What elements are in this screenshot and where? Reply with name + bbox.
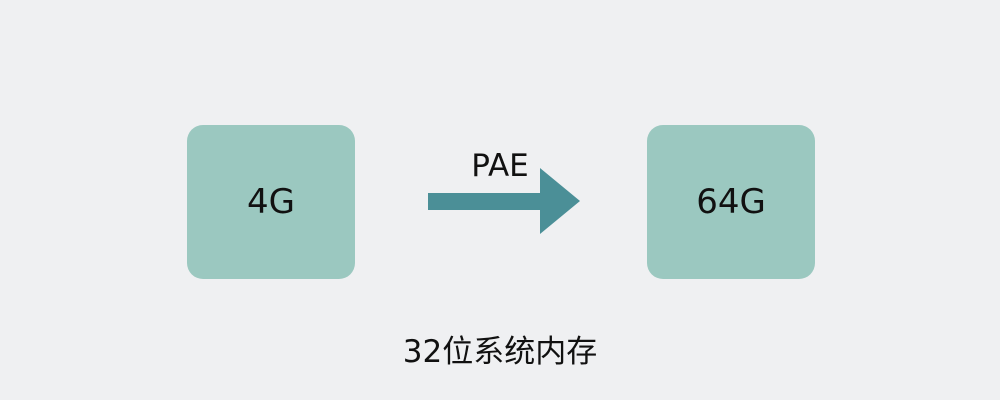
arrow-shape xyxy=(428,168,580,234)
arrow-label: PAE xyxy=(471,148,529,184)
diagram-caption: 32位系统内存 xyxy=(402,334,598,370)
memory-box-4g: 4G xyxy=(187,125,355,279)
memory-box-4g-label: 4G xyxy=(247,182,295,222)
memory-box-64g: 64G xyxy=(647,125,815,279)
memory-box-64g-label: 64G xyxy=(696,182,766,222)
right-arrow-icon xyxy=(428,168,580,234)
